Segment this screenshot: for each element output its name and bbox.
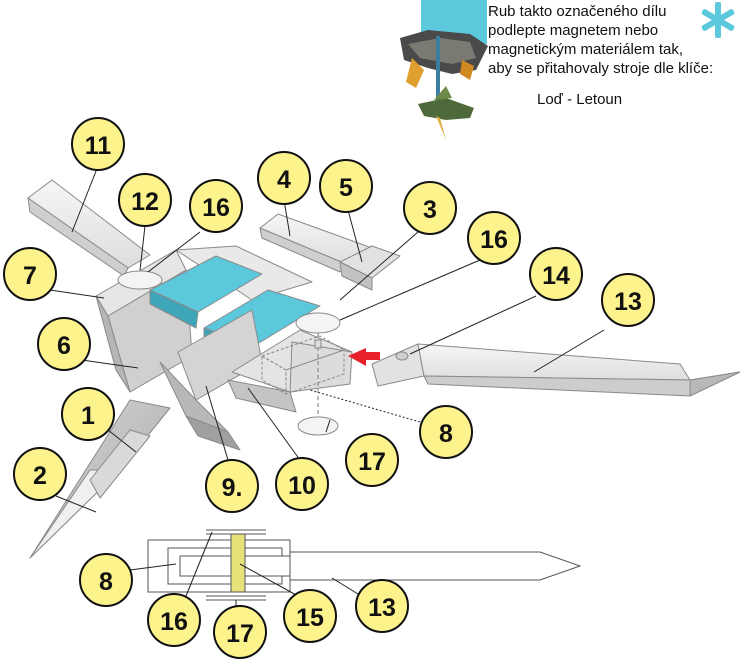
svg-text:8: 8 xyxy=(439,420,453,448)
disc-16-left xyxy=(117,270,163,290)
callout-16-right: 16 xyxy=(467,211,521,265)
svg-text:13: 13 xyxy=(368,594,396,622)
magnet-instructions: Rub takto označeného dílu podlepte magne… xyxy=(488,2,738,78)
callout-10: 10 xyxy=(275,457,329,511)
callout-5: 5 xyxy=(319,159,373,213)
callout-1: 1 xyxy=(61,387,115,441)
instruction-line-1: Rub takto označeného dílu xyxy=(488,3,667,20)
leader-lines xyxy=(49,165,605,606)
svg-text:1: 1 xyxy=(81,402,95,430)
svg-text:14: 14 xyxy=(542,262,570,290)
svg-text:7: 7 xyxy=(23,262,37,290)
svg-text:16: 16 xyxy=(480,226,508,254)
callout-15: 15 xyxy=(283,589,337,643)
svg-text:12: 12 xyxy=(131,188,159,216)
svg-text:11: 11 xyxy=(85,132,112,160)
callouts: 11 12 16 4 5 3 16 14 13 7 6 1 2 9. 10 17… xyxy=(3,117,655,659)
svg-text:17: 17 xyxy=(358,448,386,476)
callout-6: 6 xyxy=(37,317,91,371)
callout-17-bottom: 17 xyxy=(213,605,267,659)
callout-13-bottom: 13 xyxy=(355,579,409,633)
svg-text:15: 15 xyxy=(296,604,324,632)
callout-16-top: 16 xyxy=(189,179,243,233)
asterisk-marker-icon xyxy=(701,2,735,38)
direction-arrow-icon xyxy=(348,348,380,366)
svg-text:4: 4 xyxy=(277,166,291,194)
callout-8-top: 8 xyxy=(419,405,473,459)
svg-text:16: 16 xyxy=(202,194,230,222)
part-13-main xyxy=(371,343,741,397)
callout-9: 9. xyxy=(205,459,259,513)
cross-section xyxy=(147,529,582,601)
cross-part-13 xyxy=(289,551,582,581)
callout-4: 4 xyxy=(257,151,311,205)
reference-thumbnail xyxy=(400,0,488,140)
svg-text:16: 16 xyxy=(160,608,188,636)
callout-3: 3 xyxy=(403,181,457,235)
svg-text:9.: 9. xyxy=(222,474,243,502)
pairing-key: Loď - Letoun xyxy=(537,91,623,108)
disc-17 xyxy=(297,416,339,436)
instruction-line-2: podlepte magnetem nebo xyxy=(488,22,659,39)
svg-text:10: 10 xyxy=(288,472,316,500)
callout-13-top: 13 xyxy=(601,273,655,327)
svg-text:17: 17 xyxy=(226,620,254,648)
svg-text:5: 5 xyxy=(339,174,353,202)
svg-text:8: 8 xyxy=(99,568,113,596)
callout-14: 14 xyxy=(529,247,583,301)
inner-box-8 xyxy=(260,335,346,395)
part-14 xyxy=(371,343,425,387)
connector-beam xyxy=(436,36,440,112)
svg-text:2: 2 xyxy=(33,462,47,490)
magnet-15 xyxy=(230,533,246,593)
disc-16-right xyxy=(295,312,341,334)
plane-thumbnail xyxy=(418,98,474,120)
svg-text:6: 6 xyxy=(57,332,71,360)
callout-12: 12 xyxy=(118,173,172,227)
callout-16-bottom: 16 xyxy=(147,593,201,647)
callout-8-bottom: 8 xyxy=(79,553,133,607)
model-main xyxy=(27,179,401,559)
svg-text:13: 13 xyxy=(614,288,642,316)
callout-2: 2 xyxy=(13,447,67,501)
callout-11: 11 xyxy=(71,117,125,171)
part-2 xyxy=(89,429,151,499)
instruction-line-3: magnetickým materiálem tak, xyxy=(488,41,684,58)
svg-text:3: 3 xyxy=(423,196,437,224)
callout-7: 7 xyxy=(3,247,57,301)
callout-17-top: 17 xyxy=(345,433,399,487)
instruction-line-4: aby se přitahovaly stroje dle klíče: xyxy=(488,60,714,77)
